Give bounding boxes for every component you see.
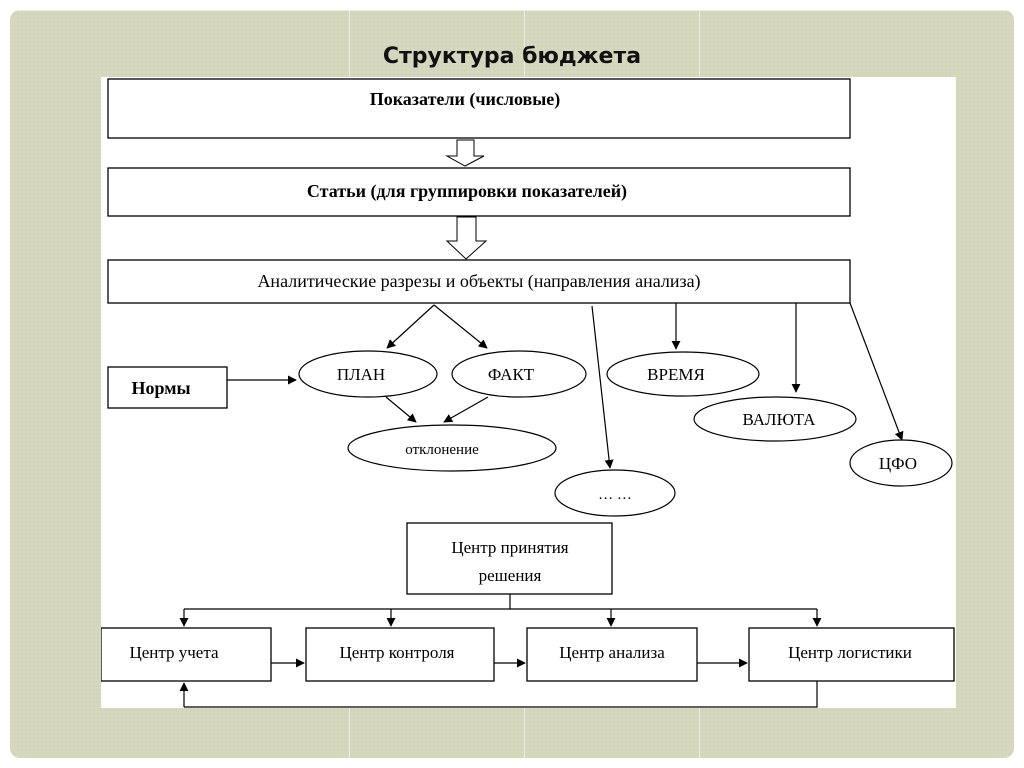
norms-box	[107, 366, 228, 409]
analytics-label: Аналитические разрезы и объекты (направл…	[257, 271, 700, 292]
cfo-ellipse	[849, 439, 953, 487]
plan-label: ПЛАН	[337, 365, 385, 384]
slide-title: Структура бюджета	[382, 44, 642, 69]
diagram-canvas: Показатели (числовые) Статьи (для группи…	[100, 77, 956, 708]
decision-center-label-line2: решения	[479, 566, 542, 585]
norms-label: Нормы	[131, 378, 190, 398]
currency-ellipse	[693, 396, 857, 442]
accounting-center-label: Центр учета	[129, 643, 219, 662]
articles-box	[107, 167, 851, 217]
control-center-box	[305, 627, 495, 682]
arrow-to-etc	[591, 305, 614, 469]
currency-label: ВАЛЮТА	[743, 410, 817, 429]
logistics-center-label: Центр логистики	[788, 643, 912, 662]
analytics-box	[107, 259, 851, 304]
deviation-ellipse	[347, 424, 557, 472]
hollow-down-arrow	[445, 216, 488, 260]
analysis-center-label: Центр анализа	[559, 643, 665, 662]
background-grid-line	[10, 10, 1014, 11]
fact-ellipse	[451, 350, 587, 398]
control-center-label: Центр контроля	[339, 643, 454, 662]
plan-ellipse	[298, 350, 438, 398]
etc-label: … …	[598, 487, 632, 503]
arrow-to-fact	[433, 304, 488, 349]
indicators-box	[107, 78, 851, 139]
arrow-to-plan	[386, 304, 435, 349]
time-ellipse	[606, 351, 760, 397]
decision-center-box	[406, 522, 613, 595]
decision-center-label-line1: Центр принятия	[451, 538, 568, 557]
hollow-down-arrow	[445, 139, 485, 167]
return-loop-line	[184, 681, 818, 708]
arrow-fact-to-deviation	[443, 396, 489, 423]
accounting-center-box	[100, 627, 272, 682]
logistics-center-box	[748, 627, 955, 682]
budget-structure-diagram: Показатели (числовые) Статьи (для группи…	[100, 78, 955, 708]
arrow-to-cfo	[849, 302, 904, 441]
fact-label: ФАКТ	[488, 365, 535, 384]
time-label: ВРЕМЯ	[647, 365, 705, 384]
articles-label: Статьи (для группировки показателей)	[307, 181, 627, 202]
etc-ellipse	[554, 469, 676, 517]
deviation-label: отклонение	[405, 442, 479, 458]
arrow-plan-to-deviation	[385, 396, 417, 423]
analysis-center-box	[526, 627, 698, 682]
cfo-label: ЦФО	[879, 454, 917, 473]
indicators-label: Показатели (числовые)	[370, 89, 561, 110]
